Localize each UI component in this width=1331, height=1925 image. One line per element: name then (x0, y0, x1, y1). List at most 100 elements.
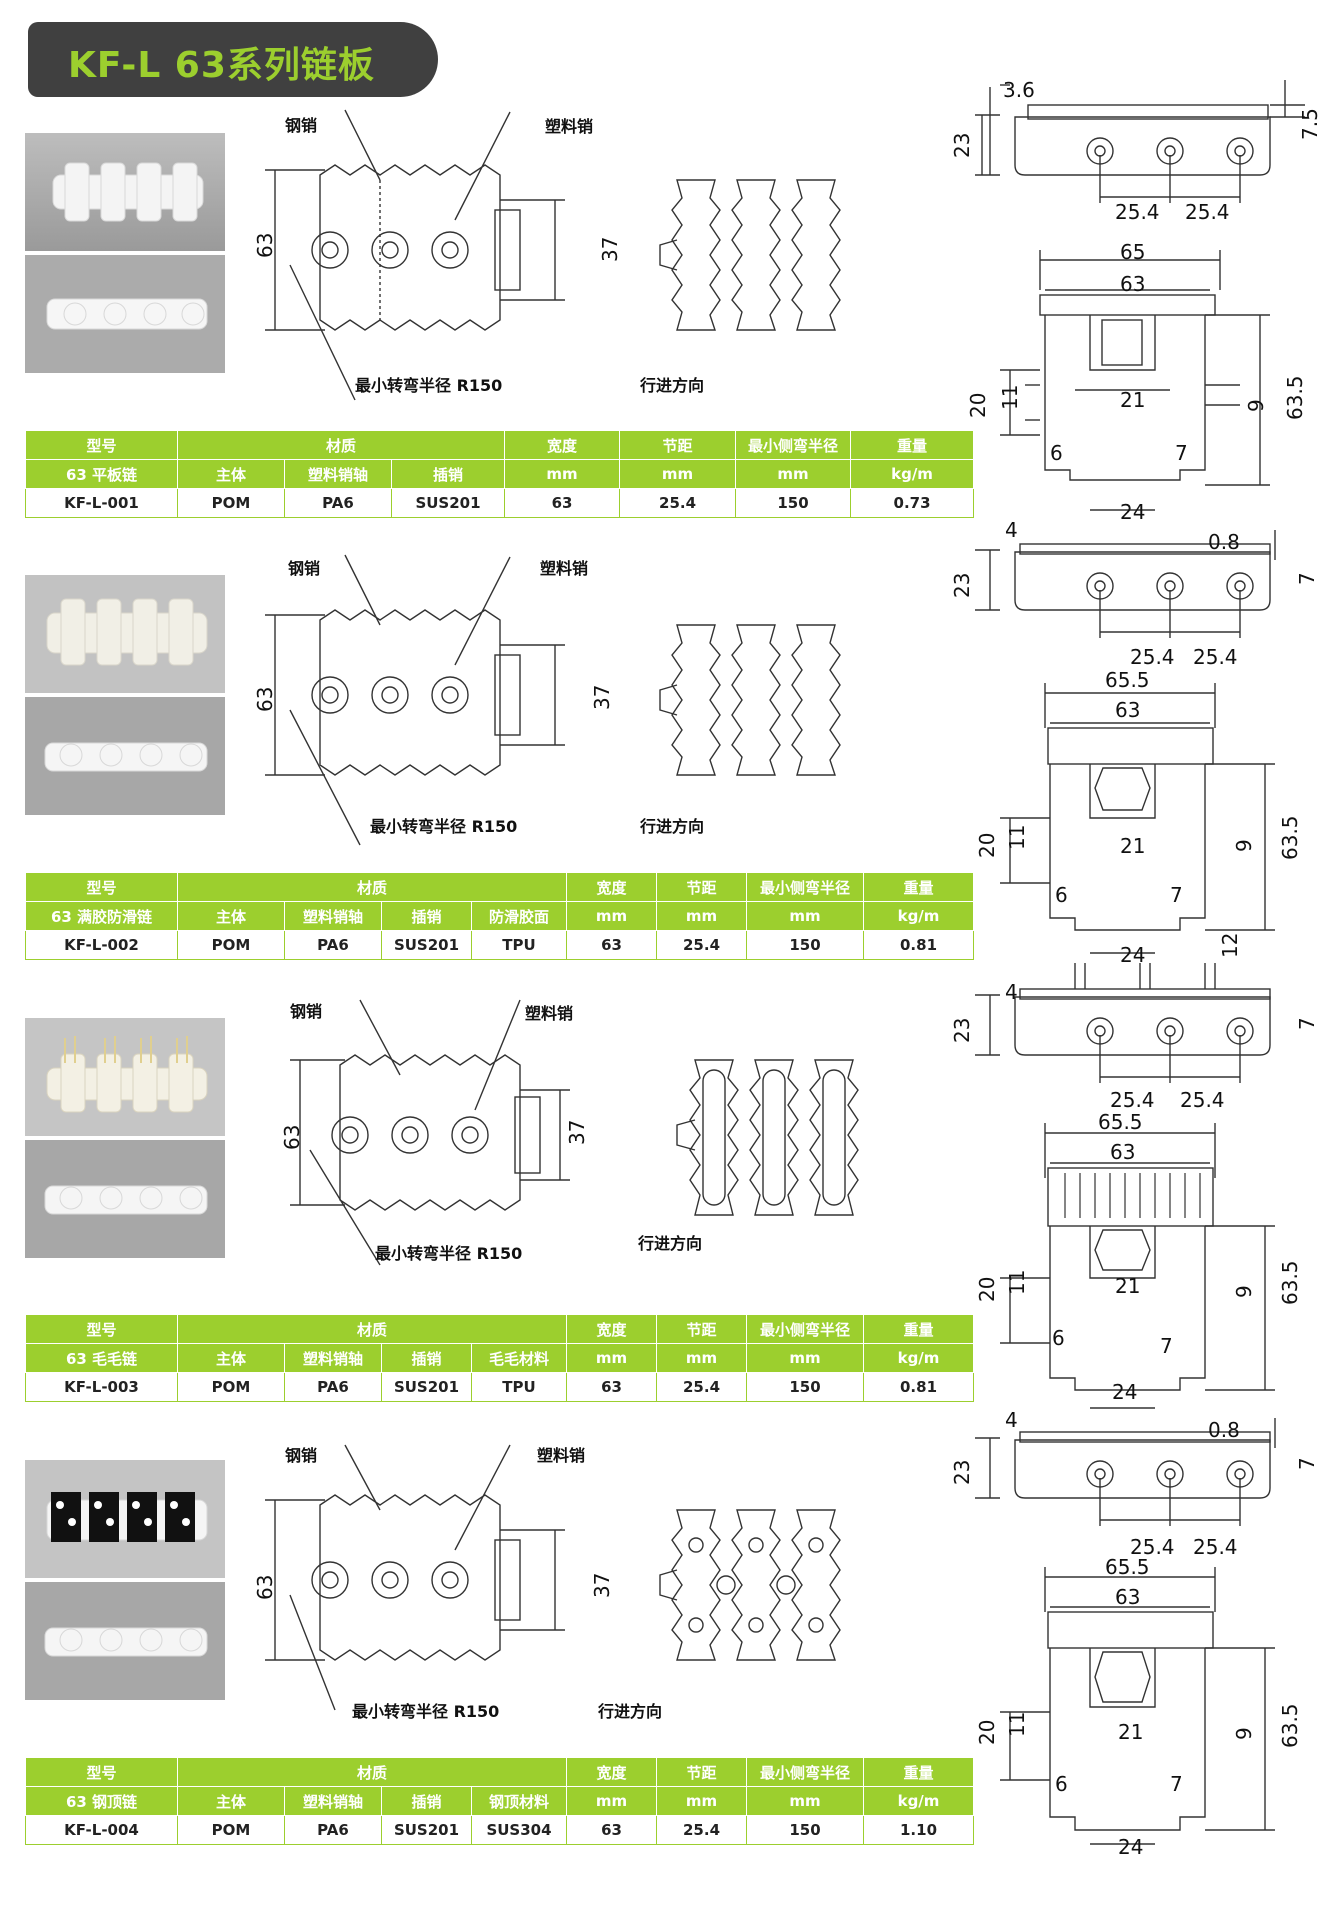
top-view-drawing (250, 1444, 630, 1720)
dim-9: 9 (1244, 399, 1268, 412)
value-pin-shaft: PA6 (284, 1815, 382, 1845)
top-view-drawing (250, 999, 630, 1275)
dim-21: 21 (1118, 1720, 1144, 1744)
dim-25-4-a: 25.4 (1115, 200, 1160, 224)
dim-7: 7 (1295, 1457, 1319, 1470)
dim-23: 23 (950, 572, 974, 598)
header-weight: 重量 (863, 1757, 975, 1787)
dim-6: 6 (1050, 441, 1063, 465)
unit-mm: mm (656, 1343, 748, 1373)
dim-63-top: 63 (1115, 698, 1141, 722)
label-plastic-pin: 塑料销 (545, 117, 594, 136)
dim-3-6: 3.6 (1003, 78, 1035, 102)
dim-6: 6 (1052, 1326, 1065, 1350)
value-pin: SUS201 (381, 1815, 472, 1845)
header-material: 材质 (176, 1757, 568, 1787)
header-pin: 插销 (381, 1786, 472, 1816)
value-width: 63 (566, 1815, 658, 1845)
header-material: 材质 (176, 872, 568, 902)
dim-11: 11 (1005, 1269, 1029, 1295)
bottom-view-drawing (655, 1045, 920, 1245)
side-view-drawing (940, 955, 1320, 1105)
unit-mm: mm (656, 1786, 748, 1816)
header-pitch: 节距 (656, 1757, 748, 1787)
cross-section-drawing (940, 1108, 1320, 1428)
dim-63: 63 (253, 686, 277, 712)
label-plastic-pin: 塑料销 (537, 1446, 586, 1465)
dim-20: 20 (966, 392, 990, 418)
header-width: 宽度 (566, 872, 658, 902)
dim-6: 6 (1055, 1772, 1068, 1796)
value-pitch: 25.4 (656, 1372, 748, 1402)
dim-4: 4 (1005, 980, 1018, 1004)
value-weight: 0.73 (850, 488, 975, 518)
value-pin: SUS201 (381, 930, 472, 960)
header-model: 型号 (25, 430, 178, 460)
value-radius: 150 (746, 930, 865, 960)
header-pitch: 节距 (656, 872, 748, 902)
dim-37: 37 (590, 684, 614, 710)
dim-24: 24 (1118, 1835, 1144, 1859)
value-pitch: 25.4 (656, 1815, 748, 1845)
header-min-side-bend: 最小侧弯半径 (746, 1757, 865, 1787)
header-weight: 重量 (850, 430, 975, 460)
value-pin: SUS201 (381, 1372, 472, 1402)
dim-63: 63 (253, 1574, 277, 1600)
label-direction: 行进方向 (598, 1702, 663, 1721)
dim-25-4-b: 25.4 (1185, 200, 1230, 224)
dim-63-top: 63 (1110, 1140, 1136, 1164)
dim-21: 21 (1115, 1274, 1141, 1298)
header-model: 型号 (25, 1757, 178, 1787)
dim-23: 23 (950, 132, 974, 158)
header-weight: 重量 (863, 872, 975, 902)
dim-9: 9 (1232, 1727, 1256, 1740)
series-name: 63 钢顶链 (25, 1786, 178, 1816)
unit-mm: mm (746, 1786, 865, 1816)
value-width: 63 (566, 930, 658, 960)
product-photo-top (25, 1460, 225, 1578)
dim-24: 24 (1112, 1380, 1138, 1404)
header-body: 主体 (177, 1343, 285, 1373)
dim-21: 21 (1120, 834, 1146, 858)
dim-63-5: 63.5 (1278, 1260, 1302, 1305)
label-direction: 行进方向 (638, 1234, 703, 1253)
dim-4: 4 (1005, 518, 1018, 542)
value-pin-shaft: PA6 (284, 488, 392, 518)
header-extra: 毛毛材料 (470, 1343, 568, 1373)
product-code: KF-L-004 (25, 1815, 178, 1845)
side-view-drawing (940, 75, 1320, 225)
unit-mm: mm (656, 901, 748, 931)
dim-7: 7 (1175, 441, 1188, 465)
value-width: 63 (566, 1372, 658, 1402)
value-extra: TPU (470, 1372, 568, 1402)
unit-mm: mm (746, 1343, 865, 1373)
header-pin-shaft: 塑料销轴 (284, 1343, 382, 1373)
top-view-drawing (250, 109, 630, 401)
product-photo-bottom (25, 1140, 225, 1258)
header-extra: 钢顶材料 (470, 1786, 568, 1816)
dim-9: 9 (1232, 1285, 1256, 1298)
product-code: KF-L-001 (25, 488, 178, 518)
unit-mm: mm (746, 901, 865, 931)
header-pin-shaft: 塑料销轴 (284, 459, 392, 489)
bottom-view-drawing (655, 1490, 920, 1690)
dim-9: 9 (1232, 839, 1256, 852)
header-pin: 插销 (381, 901, 472, 931)
header-min-side-bend: 最小侧弯半径 (746, 1314, 865, 1344)
product-code: KF-L-002 (25, 930, 178, 960)
dim-37: 37 (598, 236, 622, 262)
product-photo-bottom (25, 697, 225, 815)
page-title: KF-L 63系列链板 (68, 45, 375, 86)
header-width: 宽度 (566, 1314, 658, 1344)
label-min-radius: 最小转弯半径 R150 (355, 376, 503, 395)
value-width: 63 (504, 488, 621, 518)
unit-kgm: kg/m (863, 1343, 975, 1373)
dim-7: 7 (1160, 1334, 1173, 1358)
header-width: 宽度 (504, 430, 621, 460)
header-body: 主体 (177, 459, 285, 489)
series-name: 63 毛毛链 (25, 1343, 178, 1373)
header-min-side-bend: 最小侧弯半径 (746, 872, 865, 902)
dim-11: 11 (998, 384, 1022, 410)
